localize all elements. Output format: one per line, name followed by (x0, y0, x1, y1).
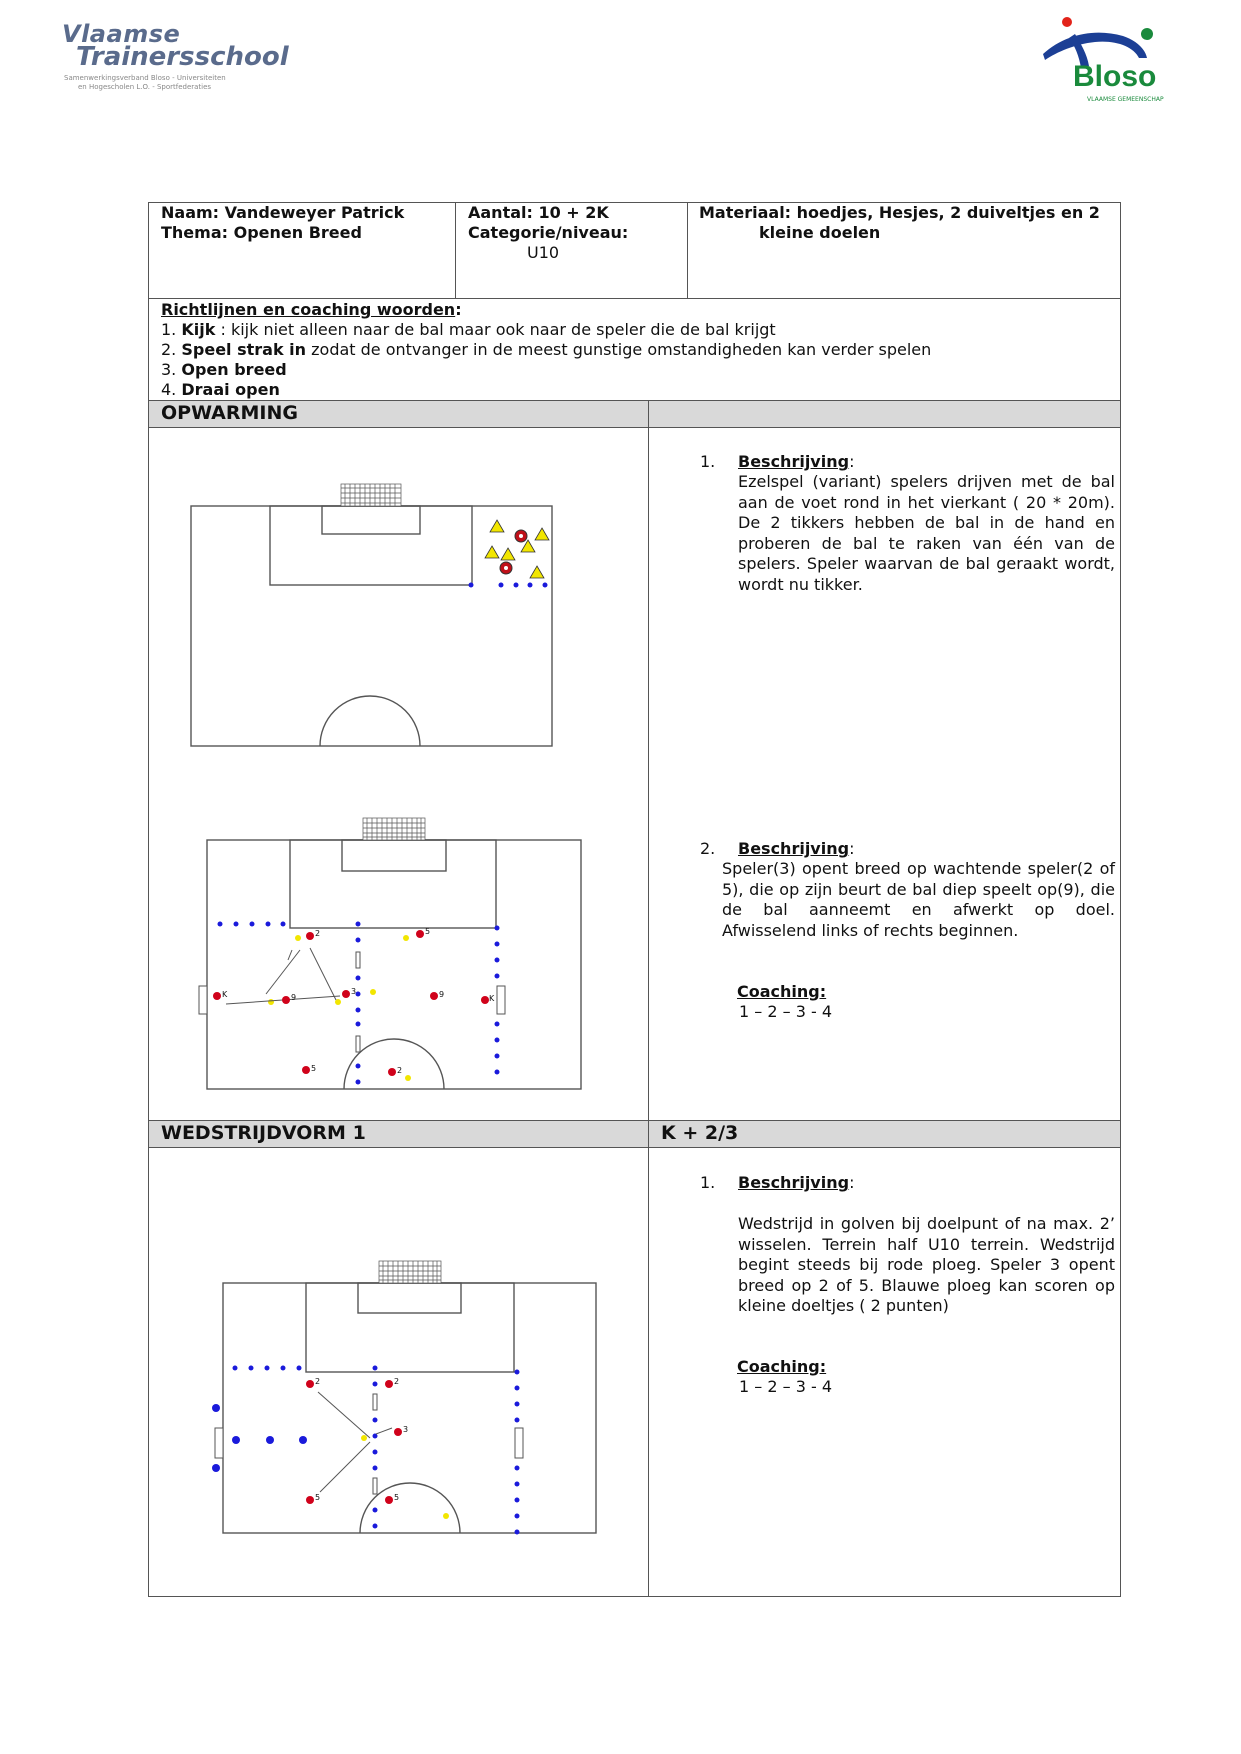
guidelines-title-text: Richtlijnen en coaching woorden (161, 300, 456, 319)
guidelines-title: Richtlijnen en coaching woorden: (161, 300, 462, 321)
vts-logo-sub2: en Hogescholen L.O. - Sportfederaties (78, 83, 212, 91)
match-title: WEDSTRIJDVORM 1 (161, 1122, 366, 1144)
d2-label-3: 3 (351, 987, 357, 996)
guideline-2: 2. Speel strak in zodat de ontvanger in … (161, 340, 931, 361)
guideline-1: 1. Kijk : kijk niet alleen naar de bal m… (161, 320, 776, 341)
col-sep-main (648, 400, 649, 1597)
d2-label-ka: K (222, 990, 228, 999)
bloso-logo: Bloso VLAAMSE GEMEENSCHAP (1035, 14, 1185, 106)
row-sep-1 (148, 298, 1121, 299)
d2-label-2b: 2 (397, 1066, 403, 1075)
vts-logo-line1: Vlaamse (62, 20, 181, 48)
warmup-bar (149, 400, 1120, 428)
d2-label-5a: 5 (425, 927, 431, 936)
ex3-label-colon: : (849, 1173, 855, 1192)
ex2-num: 2. (700, 839, 716, 858)
vts-logo-sub1: Samenwerkingsverband Bloso - Universitei… (64, 74, 226, 82)
d3-label-2b: 2 (394, 1377, 400, 1386)
guideline-1-num: 1. (161, 320, 177, 339)
guideline-4-bold: Draai open (181, 380, 280, 399)
d3-label-5b: 5 (394, 1493, 400, 1502)
warmup-bar-divider (648, 400, 649, 428)
ex1-num: 1. (700, 452, 716, 471)
d2-label-9a: 9 (291, 993, 297, 1002)
guideline-3-bold: Open breed (181, 360, 287, 379)
guideline-4: 4. Draai open (161, 380, 280, 401)
ex1-description: Ezelspel (variant) spelers drijven met d… (738, 472, 1115, 594)
match-format: K + 2/3 (661, 1122, 739, 1144)
match-bar-divider (648, 1120, 649, 1148)
ex3-description: Wedstrijd in golven bij doelpunt of na m… (738, 1214, 1115, 1315)
d2-label-kb: K (489, 994, 495, 1003)
bloso-logo-sub: VLAAMSE GEMEENSCHAP (1087, 96, 1164, 103)
d2-label-2a: 2 (315, 929, 321, 938)
ex1-label-colon: : (849, 452, 855, 471)
col-sep-2 (687, 202, 688, 299)
ex2-label: Beschrijving: (738, 839, 854, 860)
category-value: U10 (527, 243, 560, 262)
ex1-label-text: Beschrijving (738, 452, 850, 471)
bloso-figure-icon (1043, 17, 1153, 68)
ex3-label-text: Beschrijving (738, 1173, 850, 1192)
ex1-label: Beschrijving: (738, 452, 854, 473)
ex3-coaching-value: 1 – 2 – 3 - 4 (739, 1377, 833, 1396)
material-line1: Materiaal: hoedjes, Hesjes, 2 duiveltjes… (699, 203, 1100, 222)
match-bar (149, 1120, 1120, 1148)
guideline-1-bold: Kijk (181, 320, 216, 339)
guideline-4-num: 4. (161, 380, 177, 399)
bloso-logo-name: Bloso (1073, 60, 1157, 93)
material-line2: kleine doelen (759, 223, 881, 242)
ex2-coaching-label: Coaching: (737, 982, 827, 1001)
d2-label-5b: 5 (311, 1064, 317, 1073)
guideline-1-rest: : kijk niet alleen naar de bal maar ook … (215, 320, 776, 339)
col-sep-1 (455, 202, 456, 299)
ex2-label-text: Beschrijving (738, 839, 850, 858)
d3-label-5a: 5 (315, 1493, 321, 1502)
ex2-label-colon: : (849, 839, 855, 858)
ex3-label: Beschrijving: (738, 1173, 854, 1194)
lesson-theme: Thema: Openen Breed (161, 223, 362, 242)
guideline-3: 3. Open breed (161, 360, 287, 381)
ex3-coaching-label: Coaching: (737, 1357, 827, 1376)
ex2-description: Speler(3) opent breed op wachtende spele… (722, 859, 1115, 940)
category-label: Categorie/niveau: (468, 223, 629, 242)
ex3-num: 1. (700, 1173, 716, 1192)
warmup-title: OPWARMING (161, 402, 298, 424)
guideline-2-num: 2. (161, 340, 177, 359)
vts-logo: Vlaamse Trainersschool Samenwerkingsverb… (62, 20, 289, 92)
guideline-3-num: 3. (161, 360, 177, 379)
guidelines-title-colon: : (455, 300, 462, 319)
guideline-2-bold: Speel strak in (181, 340, 307, 359)
d3-label-3: 3 (403, 1425, 409, 1434)
d3-label-2a: 2 (315, 1377, 321, 1386)
player-count: Aantal: 10 + 2K (468, 203, 609, 222)
vts-logo-line2: Trainersschool (76, 42, 289, 72)
coach-name: Naam: Vandeweyer Patrick (161, 203, 405, 222)
guideline-2-rest: zodat de ontvanger in de meest gunstige … (306, 340, 932, 359)
ex2-coaching-value: 1 – 2 – 3 - 4 (739, 1002, 833, 1021)
lesson-table (148, 202, 1121, 1597)
d2-label-9b: 9 (439, 990, 445, 999)
